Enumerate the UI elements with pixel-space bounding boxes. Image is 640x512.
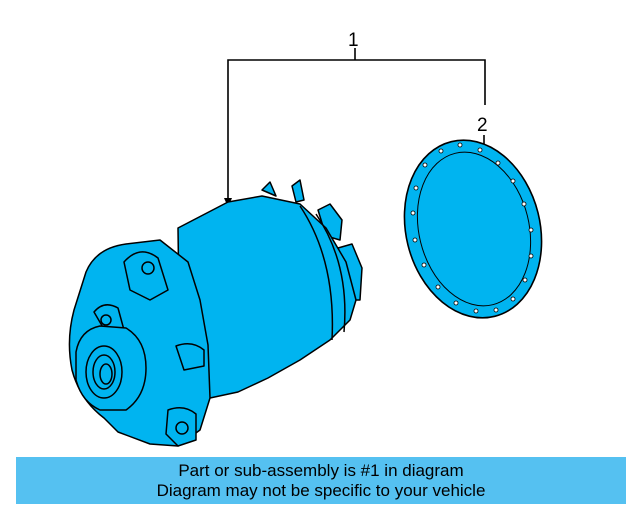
callout-1: 1 <box>348 30 359 51</box>
callout-2: 2 <box>477 115 488 136</box>
gasket-icon[interactable] <box>386 125 560 332</box>
banner-line-2: Diagram may not be specific to your vehi… <box>156 480 486 500</box>
leader-bracket <box>227 59 486 200</box>
parts-diagram <box>68 48 560 447</box>
info-banner: Part or sub-assembly is #1 in diagram Di… <box>16 457 626 504</box>
water-pump-icon[interactable] <box>68 179 363 447</box>
banner-line-1: Part or sub-assembly is #1 in diagram <box>178 460 464 480</box>
